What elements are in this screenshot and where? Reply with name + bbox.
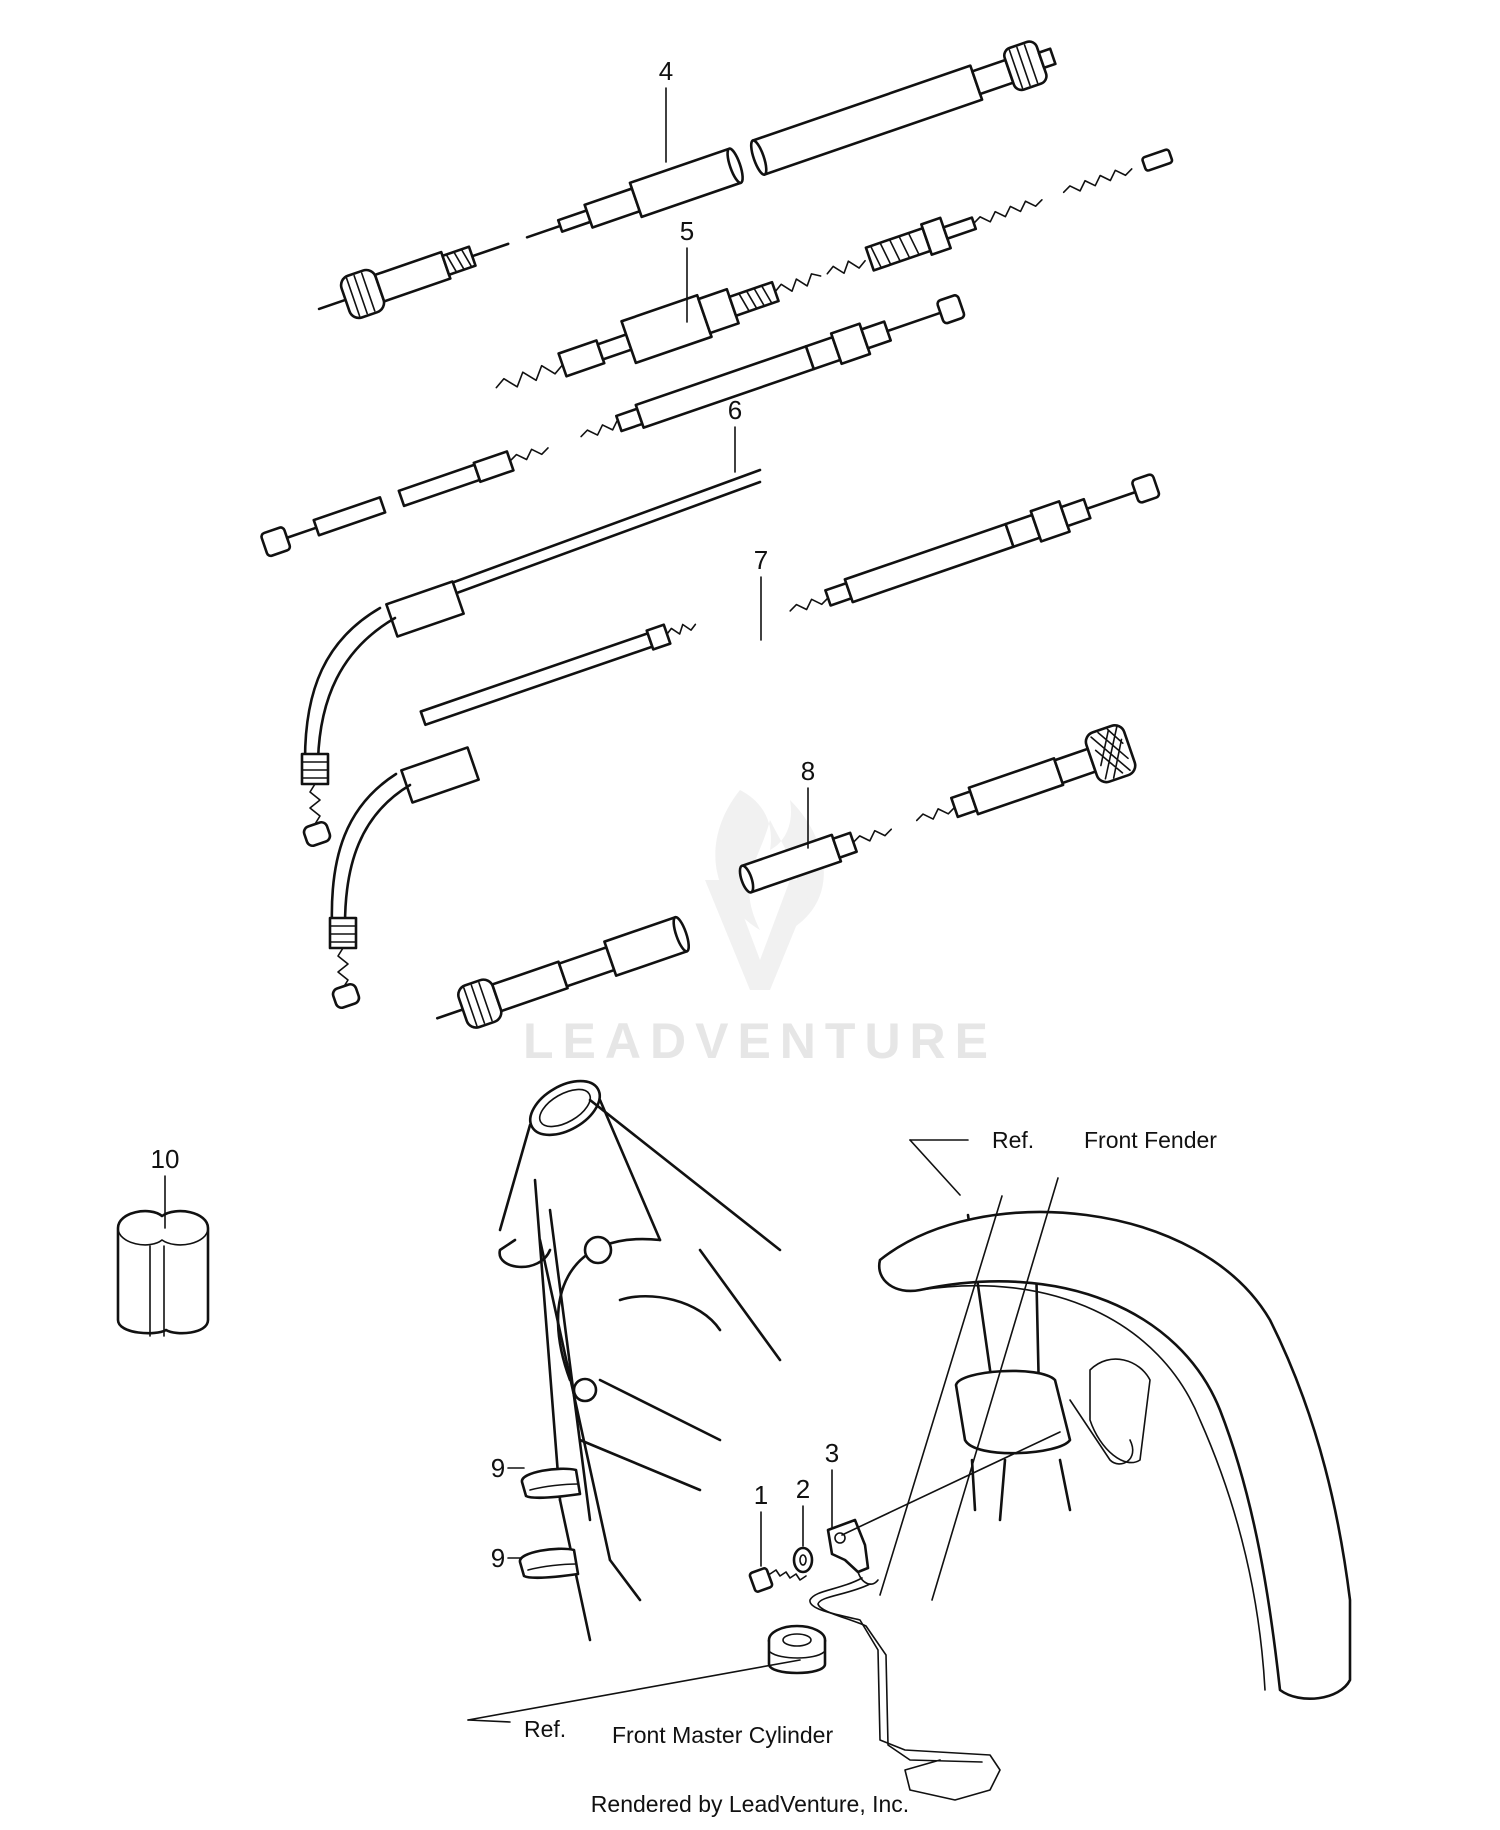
callout-1[interactable]: 1 — [754, 1480, 768, 1510]
watermark-logo-icon — [705, 790, 824, 990]
callout-4[interactable]: 4 — [659, 56, 673, 86]
grommet[interactable] — [767, 1624, 827, 1675]
ref-front-master-cylinder-name: Front Master Cylinder — [612, 1722, 833, 1748]
callout-6[interactable]: 6 — [728, 395, 742, 425]
cable-8-speedometer-inner[interactable] — [430, 723, 1138, 1039]
part-3-bracket[interactable] — [826, 1518, 879, 1585]
callout-10[interactable]: 10 — [151, 1144, 180, 1174]
ref-front-fender: Ref. Front Fender — [992, 1127, 1217, 1153]
ref-front-fender-name: Front Fender — [1084, 1127, 1217, 1153]
ref-front-master-cylinder-prefix: Ref. — [524, 1716, 566, 1742]
part-9-clip-upper[interactable] — [520, 1467, 582, 1499]
part-10-clamp[interactable] — [116, 1209, 210, 1337]
frame — [498, 1079, 782, 1642]
callout-9-lower[interactable]: 9 — [491, 1543, 505, 1573]
watermark: LEADVENTURE — [523, 790, 997, 1069]
part-9-clip-lower[interactable] — [518, 1547, 580, 1579]
cable-4-speedometer[interactable] — [312, 36, 1060, 330]
ref-front-master-cylinder: Ref. Front Master Cylinder — [524, 1716, 833, 1748]
cable-7-throttle[interactable] — [328, 470, 1161, 1010]
callout-9-upper[interactable]: 9 — [491, 1453, 505, 1483]
ref-front-fender-prefix: Ref. — [992, 1127, 1034, 1153]
part-2-washer[interactable] — [792, 1546, 814, 1574]
cable-6-throttle[interactable] — [259, 291, 966, 848]
cable-5-tachometer[interactable] — [489, 135, 1177, 409]
leader-lines — [164, 87, 1061, 1723]
callouts: 4 5 6 7 8 10 9 9 1 2 3 — [151, 56, 840, 1573]
brake-line — [809, 1577, 1001, 1801]
callout-3[interactable]: 3 — [825, 1438, 839, 1468]
part-1-bolt[interactable] — [748, 1567, 807, 1593]
footer-credit: Rendered by LeadVenture, Inc. — [591, 1791, 909, 1817]
callout-7[interactable]: 7 — [754, 545, 768, 575]
callout-8[interactable]: 8 — [801, 756, 815, 786]
watermark-text: LEADVENTURE — [523, 1013, 997, 1069]
callout-2[interactable]: 2 — [796, 1474, 810, 1504]
callout-5[interactable]: 5 — [680, 216, 694, 246]
front-fender — [877, 1210, 1352, 1701]
